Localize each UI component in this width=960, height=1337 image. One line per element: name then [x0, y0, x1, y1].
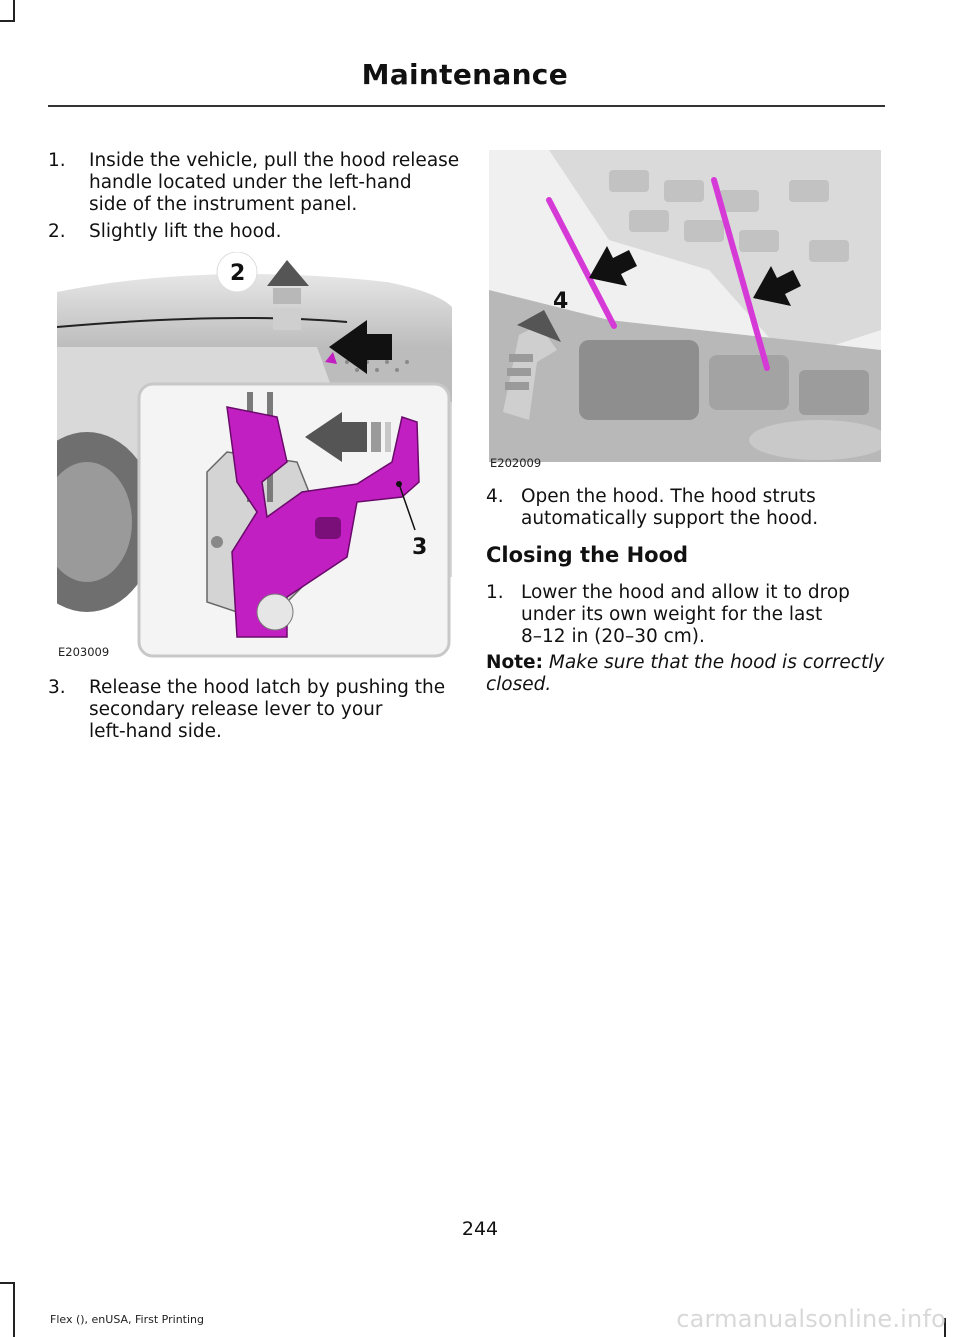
step-text-line: Open the hood. The hood struts	[521, 486, 816, 507]
note-text: Make sure that the hood is correctly	[548, 652, 885, 673]
step-text-line: automatically support the hood.	[521, 508, 819, 529]
step-text-line: 8–12 in (20–30 cm).	[521, 626, 705, 647]
callout-4: 4	[553, 289, 568, 314]
crop-mark	[13, 0, 15, 20]
step-text-line: handle located under the left-hand	[89, 172, 412, 193]
page-number: 244	[461, 1218, 499, 1240]
step-text-line: side of the instrument panel.	[89, 194, 358, 215]
step-number: 2.	[48, 221, 66, 242]
header-rule	[48, 105, 885, 107]
closing-step-1: 1. Lower the hood and allow it to drop u…	[486, 582, 886, 648]
callout-2: 2	[230, 261, 245, 286]
hood-struts-illustration: 4	[489, 150, 881, 462]
crop-mark	[944, 1318, 946, 1337]
step-text-line: Release the hood latch by pushing the	[89, 677, 446, 698]
step-1: 1. Inside the vehicle, pull the hood rel…	[48, 150, 468, 216]
step-text-line: left-hand side.	[89, 721, 222, 742]
note: Note: Make sure that the hood is correct…	[486, 652, 886, 696]
step-2: 2. Slightly lift the hood.	[48, 221, 468, 243]
footer-text: Flex (), enUSA, First Printing	[50, 1313, 204, 1326]
crop-mark	[13, 1282, 15, 1337]
step-text-line: secondary release lever to your	[89, 699, 383, 720]
callout-3: 3	[412, 535, 427, 560]
step-text-line: Lower the hood and allow it to drop	[521, 582, 850, 603]
step-text-line: Slightly lift the hood.	[89, 221, 282, 242]
step-number: 1.	[486, 582, 504, 603]
step-number: 4.	[486, 486, 504, 507]
note-label: Note:	[486, 652, 543, 673]
step-text-line: under its own weight for the last	[521, 604, 823, 625]
figure-code: E203009	[58, 645, 110, 659]
hood-latch-illustration: 2 3	[57, 252, 452, 660]
step-3: 3. Release the hood latch by pushing the…	[48, 677, 468, 743]
page-title: Maintenance	[361, 58, 568, 91]
crop-mark	[0, 20, 15, 22]
crop-mark	[0, 1282, 15, 1284]
step-number: 3.	[48, 677, 66, 698]
step-text-line: Inside the vehicle, pull the hood releas…	[89, 150, 460, 171]
figure-code: E202009	[490, 456, 542, 470]
watermark: carmanualsonline.info	[676, 1305, 946, 1333]
step-number: 1.	[48, 150, 66, 171]
section-heading: Closing the Hood	[486, 543, 689, 567]
note-text: closed.	[486, 674, 552, 695]
step-4: 4. Open the hood. The hood struts automa…	[486, 486, 886, 530]
